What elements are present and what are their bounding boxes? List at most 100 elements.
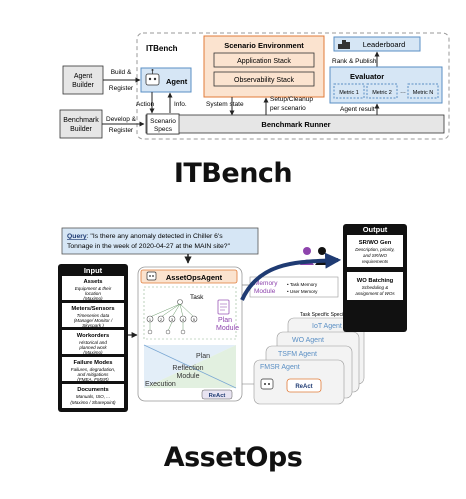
plan-module-line2: Module [216, 325, 239, 332]
robot-icon [260, 378, 274, 390]
itbench-frame-title: ITBench [146, 44, 178, 53]
fmsr-react-badge [286, 378, 322, 393]
query-line1: Query: "Is there any anomaly detected in… [67, 233, 223, 240]
build-register-line1: Build & [111, 69, 132, 76]
input-item-documents: Documents Manuals, ISO, ... (Maximo / Sh… [62, 384, 124, 408]
iot-agent-label: IoT Agent [312, 323, 342, 330]
fmsr-react-label: ReAct [295, 384, 312, 390]
input-item-meters: Meters/Sensors Timeseries data (Manage/ … [62, 303, 124, 328]
rank-publish-label: Rank & Publish [332, 58, 377, 65]
task-tree: 1 2 3 4 5 [146, 299, 198, 335]
task-memory-label: • Task Memory [287, 282, 318, 287]
input-item-desc: (Maximo) [83, 296, 103, 301]
input-item-desc: Historical and [79, 340, 107, 345]
input-item-assets: Assets Equipment & their location (Maxim… [62, 276, 124, 301]
svg-text:5: 5 [193, 318, 195, 322]
output-item-desc: and SR/WO [363, 253, 388, 258]
wo-agent-label: WO Agent [292, 337, 324, 344]
metric-1-label: Metric 1 [339, 90, 359, 96]
assetops-agent-title: AssetOpsAgent [166, 273, 223, 282]
fmsr-agent-label: FMSR Agent [260, 364, 300, 371]
input-item-workorders: Workorders Historical and planned work (… [62, 330, 124, 355]
benchmark-builder-line2: Builder [70, 126, 92, 133]
input-item-desc: location [85, 291, 101, 296]
input-item-title: Failure Modes [74, 360, 113, 366]
agent-builder-line2: Builder [72, 82, 94, 89]
metric-2-box [366, 83, 398, 99]
benchmark-builder-line1: Benchmark [63, 117, 99, 124]
svg-text:3: 3 [171, 318, 173, 322]
benchmark-runner-box [145, 114, 445, 134]
triangle-divider [143, 344, 237, 389]
benchmark-runner-label: Benchmark Runner [261, 120, 330, 129]
specialized-agents-caption: Task Specific Specialized Agents [300, 312, 373, 318]
output-item-title: SR/WO Gen [359, 240, 392, 246]
output-item-desc: Description, priority, [355, 247, 394, 252]
input-item-desc: and mitigations [78, 372, 110, 377]
input-item-desc: planned work [78, 345, 107, 350]
itbench-heading: ITBench [173, 158, 293, 189]
system-state-label: System state [206, 101, 244, 108]
input-item-desc: Failures, degradation, [71, 367, 115, 372]
plan-label: Plan [196, 353, 210, 360]
agent-builder-box [62, 65, 104, 95]
output-item-srwo: SR/WO Gen Description, priority, and SR/… [347, 235, 403, 267]
input-item-desc: Equipment & their [75, 286, 112, 291]
assetops-heading: AssetOps [163, 442, 303, 473]
metric-1-box [333, 83, 365, 99]
output-item-title: WO Batching [357, 278, 394, 284]
task-label: Task [190, 294, 204, 301]
memory-module-line1: Memory [254, 280, 278, 287]
input-item-desc: (Maximo) [83, 350, 103, 355]
leaderboard-label: Leaderboard [363, 40, 406, 49]
reflection-module-line1: Reflection [172, 365, 203, 372]
input-item-desc: (Maximo / Sharepoint) [70, 400, 116, 405]
observability-stack-box [213, 71, 315, 87]
output-item-desc: requirements [362, 259, 389, 264]
assetops-agent-header [140, 269, 238, 284]
action-label: Action [136, 101, 154, 108]
robot-icon [145, 69, 160, 86]
output-item-wo-batching: WO Batching Scheduling & assignment of W… [347, 272, 403, 300]
input-item-failure-modes: Failure Modes Failures, degradation, and… [62, 357, 124, 382]
react-badge [201, 389, 233, 400]
evaluator-label: Evaluator [350, 72, 384, 81]
clipboard-icon [217, 299, 230, 315]
output-flow-arrow [240, 252, 342, 301]
user-memory-label: • User Memory [287, 289, 318, 294]
input-item-desc: Skyspark ) [82, 323, 104, 328]
input-item-title: Meters/Sensors [71, 306, 114, 312]
info-label: Info. [174, 101, 187, 108]
svg-text:2: 2 [160, 318, 162, 322]
scenario-specs-overlay [146, 113, 180, 135]
output-item-desc: Scheduling & [362, 285, 389, 290]
benchmark-builder-box [59, 109, 103, 139]
leaderboard-box [333, 36, 421, 52]
metric-n-box [407, 83, 439, 99]
application-stack-label: Application Stack [237, 58, 291, 65]
agent-label: Agent [166, 77, 188, 86]
metric-n-label: Metric N [413, 90, 434, 96]
metric-ellipsis: … [400, 89, 406, 95]
develop-register-line2: Register [109, 127, 134, 134]
plan-module-line1: Plan [218, 317, 232, 324]
scenario-environment-title: Scenario Environment [224, 41, 304, 50]
podium-icon [338, 40, 350, 49]
input-item-desc: (FMEA, FMSR) [77, 377, 109, 382]
input-item-desc: Timeseries data [77, 313, 110, 318]
robot-icon [146, 271, 157, 281]
query-text-1: : "Is there any anomaly detected in Chil… [87, 233, 224, 240]
scenario-specs-line1-top: Scenario [150, 118, 176, 125]
build-register-line2: Register [109, 85, 134, 92]
execution-label: Execution [145, 381, 176, 388]
observability-stack-label: Observability Stack [234, 77, 294, 84]
tsfm-agent-label: TSFM Agent [278, 351, 317, 358]
input-item-desc: (Manage/ Monitor / [74, 318, 113, 323]
user-memory-text: User Memory [290, 289, 318, 294]
svg-text:4: 4 [182, 318, 184, 322]
reflection-module-line2: Module [177, 373, 200, 380]
itbench-diagram: ITBench Agent Builder Build & Register B… [59, 32, 450, 140]
input-item-desc: Manuals, ISO, ... [76, 394, 110, 399]
scenario-specs-line2-top: Specs [154, 126, 173, 133]
